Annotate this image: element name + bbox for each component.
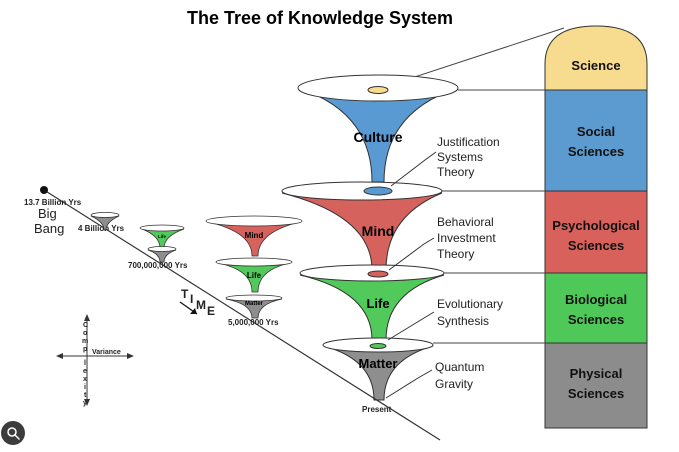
time-letter-i: I bbox=[190, 292, 193, 306]
social-sciences-band bbox=[544, 89, 648, 192]
social-label-2: Sciences bbox=[568, 144, 624, 159]
time-letter-m: M bbox=[196, 298, 206, 312]
psych-label-1: Psychological bbox=[552, 218, 639, 233]
mid-cone-matter: Matter bbox=[225, 294, 283, 319]
mind-label: Mind bbox=[362, 223, 395, 239]
mid-cone-life: Life bbox=[215, 257, 293, 293]
complexity-letter-3: p bbox=[83, 346, 87, 353]
mind-cone: Mind bbox=[281, 181, 443, 271]
culture-cone: Culture bbox=[297, 74, 459, 183]
complexity-letter-4: l bbox=[84, 360, 86, 367]
diagram-title: The Tree of Knowledge System bbox=[187, 8, 453, 28]
bio-label-1: Biological bbox=[565, 292, 627, 307]
big-bang-dot bbox=[40, 186, 48, 194]
qg-text-2: Gravity bbox=[435, 377, 473, 391]
mini-cone-matter-early bbox=[147, 246, 177, 263]
time-arrow-head bbox=[190, 308, 197, 314]
life-cone: Life bbox=[299, 264, 445, 341]
life-label: Life bbox=[366, 296, 389, 311]
complexity-arrow-up bbox=[84, 314, 90, 321]
complexity-letter-8: t bbox=[84, 392, 87, 399]
matter-label: Matter bbox=[358, 356, 397, 371]
bit-text-2: Investment bbox=[437, 231, 496, 245]
mid-mind-label: Mind bbox=[245, 231, 264, 240]
complexity-letters: C o m p l e x i t y bbox=[82, 322, 88, 407]
jst-leader bbox=[390, 151, 437, 187]
present-label: Present bbox=[362, 405, 392, 414]
psychological-sciences-band bbox=[544, 190, 648, 274]
variance-arrow-right bbox=[127, 353, 134, 359]
complexity-letter-9: y bbox=[83, 400, 87, 407]
lens-search-button[interactable] bbox=[1, 421, 25, 445]
qg-text-1: Quantum bbox=[435, 360, 484, 374]
variance-arrow-left bbox=[56, 353, 63, 359]
complexity-letter-5: e bbox=[83, 368, 87, 375]
science-disc bbox=[367, 86, 389, 94]
biological-sciences-band bbox=[544, 272, 648, 344]
complexity-letter-6: x bbox=[83, 376, 87, 383]
time-700-million: 700,000,000 Yrs bbox=[128, 261, 188, 270]
evo-text-2: Synthesis bbox=[437, 314, 489, 328]
complexity-letter-1: o bbox=[83, 330, 87, 337]
bit-text-1: Behavioral bbox=[437, 215, 494, 229]
complexity-letter-0: C bbox=[83, 322, 88, 329]
complexity-arrow-down bbox=[84, 399, 90, 406]
mini-life-small-label: Life bbox=[158, 234, 166, 239]
evo-leader bbox=[387, 311, 435, 341]
mid-cone-mind: Mind bbox=[205, 215, 303, 257]
complexity-letter-7: i bbox=[84, 384, 86, 391]
jst-text-2: Systems bbox=[437, 150, 483, 164]
bio-label-2: Sciences bbox=[568, 312, 624, 327]
matter-cone: Matter bbox=[322, 337, 434, 401]
timeline-line bbox=[43, 189, 441, 441]
bang-label: Bang bbox=[34, 221, 64, 236]
science-label: Science bbox=[571, 58, 620, 73]
big-label: Big bbox=[38, 206, 57, 221]
psych-label-2: Sciences bbox=[568, 238, 624, 253]
jst-text-1: Justification bbox=[437, 135, 500, 149]
time-5-million: 5,000,000 Yrs bbox=[228, 318, 279, 327]
time-letter-t: T bbox=[181, 287, 189, 301]
lens-icon bbox=[7, 427, 20, 440]
lens-button-bg[interactable] bbox=[1, 421, 25, 445]
qg-leader bbox=[385, 369, 433, 399]
mid-life-label: Life bbox=[247, 271, 262, 280]
phys-label-2: Sciences bbox=[568, 386, 624, 401]
mini-cone-life-early: Life bbox=[139, 224, 185, 249]
phys-label-1: Physical bbox=[570, 366, 623, 381]
mini-cone-matter-earliest bbox=[90, 212, 120, 231]
time-letter-e: E bbox=[207, 304, 215, 318]
bit-leader bbox=[388, 237, 435, 271]
big-bang-time: 13.7 Billion Yrs bbox=[24, 198, 82, 207]
bit-text-3: Theory bbox=[437, 247, 474, 261]
mid-matter-label: Matter bbox=[245, 301, 264, 307]
evo-text-1: Evolutionary bbox=[437, 297, 503, 311]
complexity-letter-2: m bbox=[82, 338, 88, 345]
culture-label: Culture bbox=[354, 129, 403, 145]
physical-sciences-band bbox=[544, 342, 648, 429]
science-dome bbox=[544, 25, 648, 91]
jst-text-3: Theory bbox=[437, 165, 474, 179]
time-4-billion: 4 Billion Yrs bbox=[78, 224, 125, 233]
variance-label: Variance bbox=[92, 349, 121, 356]
social-label-1: Social bbox=[577, 124, 615, 139]
